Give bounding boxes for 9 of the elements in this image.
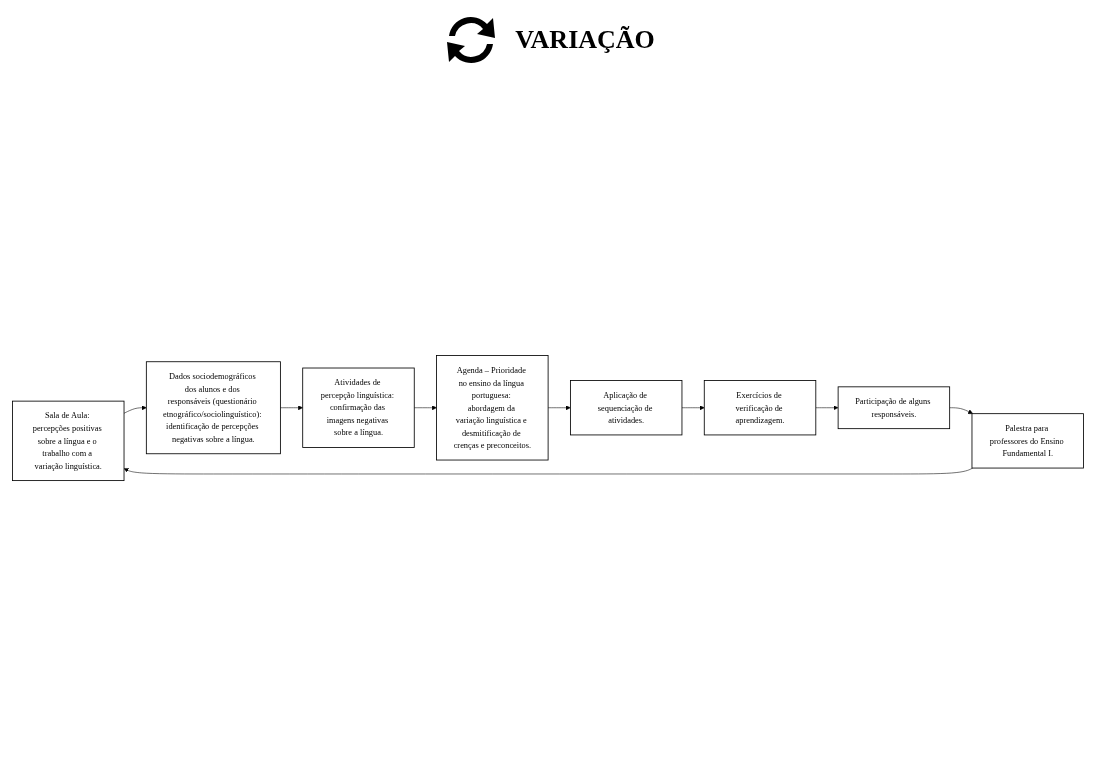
node-box: Dados sociodemográficos dos alunos e dos responsáveis (questionário etnográfico/sociolinguístico): identificação de percepções negativas sobre a língua. [145, 361, 281, 455]
node-box: Agenda – Prioridade no ensino da língua portuguesa: abordagem da variação linguística e desmitificação de crenças e preconceitos. [436, 355, 549, 461]
node-box: Sala de Aula: percepções positivas sobre a língua e o trabalho com a variação linguística. [12, 401, 125, 482]
node-box: Participação de alguns responsáveis. [837, 386, 951, 430]
center-label: VARIAÇÃO [515, 25, 655, 55]
node-box: Atividades de percepção linguística: confirmação das imagens negativas sobre a língua. [302, 368, 415, 449]
node-box: Exercícios de verificação de aprendizagem. [703, 380, 817, 436]
node-box: Palestra para professores do Ensino Fundamental I. [971, 413, 1084, 469]
node-box: Aplicação de sequenciação de atividades. [570, 380, 683, 436]
